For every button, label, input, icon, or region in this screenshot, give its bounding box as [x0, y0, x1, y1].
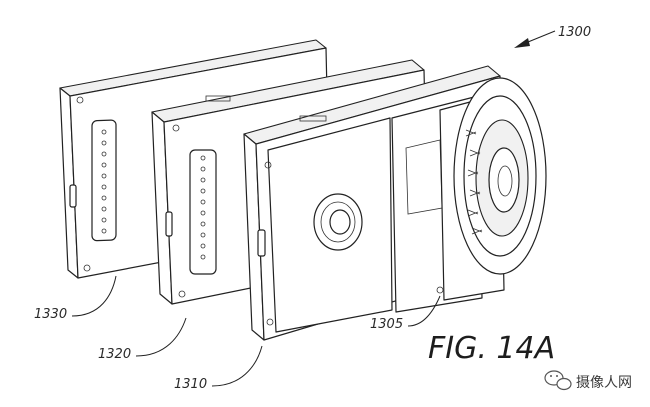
- connector-pins: [200, 155, 206, 260]
- connector-pins: [101, 129, 107, 234]
- figure-title: FIG. 14A: [428, 331, 555, 366]
- ref-label-1320: 1320: [98, 347, 131, 362]
- ref-label-1330: 1330: [34, 307, 67, 322]
- watermark: 摄像人网: [544, 370, 632, 391]
- lens-module-1305: [391, 77, 547, 313]
- wechat-icon: [544, 370, 572, 391]
- ref-label-1305: 1305: [370, 317, 403, 332]
- ref-1310: 1310: [174, 345, 263, 392]
- ref-1305: 1305: [370, 295, 441, 332]
- arrow-icon: [514, 38, 530, 48]
- ref-label-1300: 1300: [558, 25, 591, 40]
- ref-1330: 1330: [34, 275, 117, 322]
- ref-1300: 1300: [514, 25, 591, 48]
- ref-1320: 1320: [98, 317, 187, 362]
- ref-label-1310: 1310: [174, 377, 207, 392]
- watermark-text: 摄像人网: [576, 375, 632, 391]
- center-lens-small: [313, 193, 363, 251]
- lens-barrel: [453, 77, 547, 275]
